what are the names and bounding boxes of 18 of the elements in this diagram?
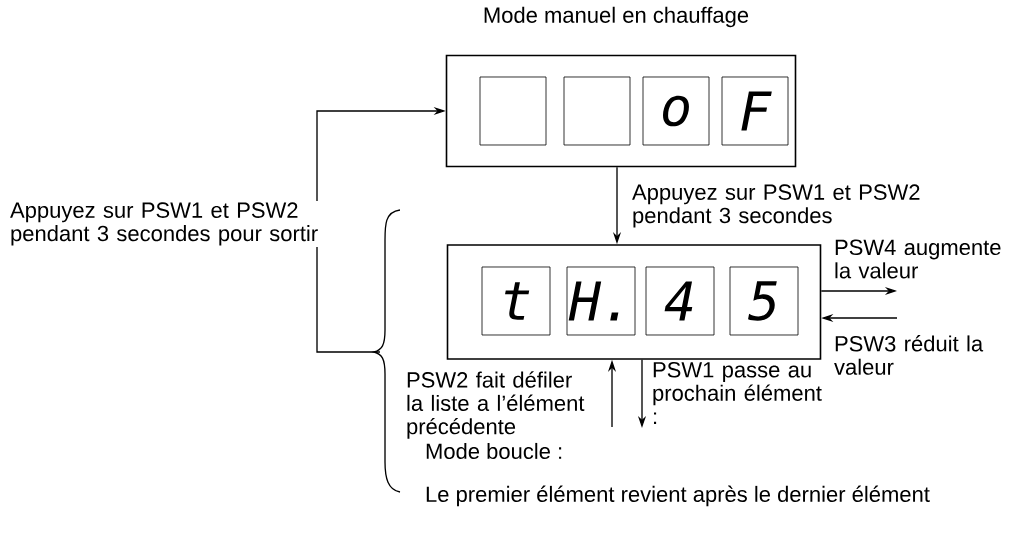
digit-cell: 5 (729, 266, 799, 336)
blank-digit-cell (479, 76, 547, 146)
edge-label: PSW4 augmente la valeur (835, 239, 1001, 279)
digit-cell: F (721, 76, 789, 146)
edge-label: PSW1 passe au prochain élément : (653, 361, 822, 424)
note-text: Le premier élément revient après le dernier élément (426, 485, 930, 507)
digit-cell: H. (566, 266, 636, 336)
digit-cell: o (642, 76, 710, 146)
edge-label: Appuyez sur PSW1 et PSW2 pendant 3 secondes (632, 184, 920, 228)
edge-label: PSW2 fait défiler la liste a l’élément précédente (407, 371, 585, 439)
edge-label: Appuyez sur PSW1 et PSW2 pendant 3 secondes pour sortir (10, 202, 318, 246)
digit-cell: 4 (645, 266, 715, 336)
display-panel (446, 244, 822, 360)
node-label: Mode manuel en chauffage (484, 6, 749, 28)
note-text: Mode boucle : (426, 442, 562, 460)
edge-label: PSW3 réduit la valeur (834, 335, 984, 375)
blank-digit-cell (563, 76, 631, 146)
digit-cell: t (481, 266, 551, 336)
